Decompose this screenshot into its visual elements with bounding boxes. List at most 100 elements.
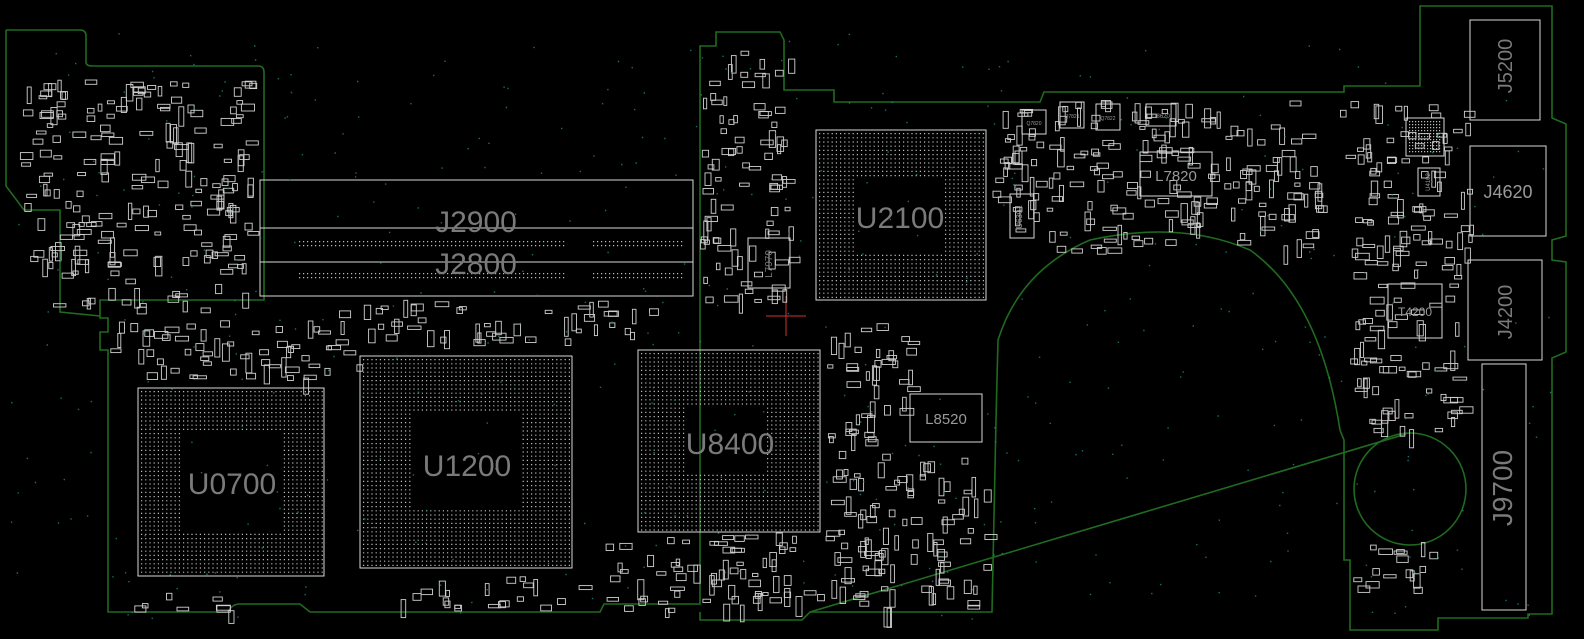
smd-part <box>784 588 791 607</box>
smd-part <box>499 336 514 344</box>
smd-part <box>1144 106 1152 119</box>
smd-part <box>1400 131 1409 137</box>
smd-part <box>1449 283 1460 288</box>
smd-part <box>995 177 1005 184</box>
chip-u2100-box <box>815 129 987 301</box>
smd-part <box>1364 260 1378 266</box>
smd-part <box>664 608 670 618</box>
smd-part <box>748 579 761 588</box>
smd-part <box>157 103 171 109</box>
smd-part <box>959 538 972 545</box>
smd-part <box>1090 244 1103 249</box>
smd-part <box>886 355 898 360</box>
smd-part <box>754 271 763 278</box>
smd-part <box>1463 110 1476 118</box>
smd-part <box>50 246 65 252</box>
smd-part <box>1362 377 1370 389</box>
smd-part <box>247 177 254 197</box>
smd-part <box>212 183 221 189</box>
smd-part <box>792 535 797 544</box>
smd-part <box>701 149 710 158</box>
smd-part <box>1291 138 1303 145</box>
smd-part <box>1367 220 1374 226</box>
smd-part <box>647 554 655 568</box>
smd-part <box>1398 366 1406 372</box>
smd-part <box>222 245 232 252</box>
label-u8400: U8400 <box>686 428 774 461</box>
smd-part <box>879 550 886 558</box>
smd-part <box>715 262 721 271</box>
smd-part <box>1100 100 1107 108</box>
smd-part <box>307 320 314 339</box>
smd-part <box>1411 309 1425 315</box>
smd-part <box>100 124 111 133</box>
smd-part <box>1075 101 1082 110</box>
smd-part <box>753 103 766 111</box>
smd-part <box>1126 190 1137 196</box>
smd-part <box>242 292 250 309</box>
smd-part <box>1017 112 1029 117</box>
smd-part <box>1356 237 1364 247</box>
smd-part <box>1069 181 1085 188</box>
smd-part <box>831 580 838 599</box>
smd-part <box>1420 541 1426 558</box>
smd-part <box>513 323 521 337</box>
smd-part <box>577 305 591 310</box>
smd-part <box>1403 105 1408 121</box>
smd-part <box>32 138 44 145</box>
smd-part <box>1248 169 1257 185</box>
smd-part <box>1369 170 1381 177</box>
smd-part <box>730 547 742 553</box>
smd-part <box>1354 347 1361 366</box>
smd-part <box>1190 216 1196 235</box>
smd-part <box>1169 118 1176 138</box>
smd-part <box>123 249 138 257</box>
smd-part <box>874 360 882 368</box>
smd-part <box>754 72 766 78</box>
smd-part <box>999 158 1009 164</box>
smd-part <box>182 300 188 313</box>
smd-part <box>78 222 85 227</box>
smd-part <box>1180 203 1188 223</box>
smd-part <box>1165 210 1179 218</box>
smd-part <box>853 595 866 601</box>
smd-part <box>192 375 207 380</box>
smd-part <box>176 606 190 612</box>
smd-part <box>1367 152 1373 163</box>
smd-part <box>1413 234 1421 241</box>
smd-part <box>734 136 745 144</box>
label-l8520: L8520 <box>925 411 967 428</box>
smd-part <box>46 123 54 128</box>
smd-part <box>26 193 38 198</box>
smd-part <box>146 349 155 357</box>
smd-part <box>516 596 524 602</box>
smd-part <box>244 222 253 231</box>
smd-part <box>739 182 750 187</box>
smd-part <box>221 343 230 362</box>
smd-part <box>1012 153 1020 164</box>
bga-u8400 <box>641 353 819 531</box>
smd-part <box>327 345 342 351</box>
smd-part <box>1187 162 1201 169</box>
smd-part <box>132 208 141 215</box>
smd-part <box>230 106 237 115</box>
smd-part <box>1353 577 1363 583</box>
label-u6301: U6301 <box>1015 205 1024 229</box>
smd-part <box>203 255 211 264</box>
smd-part <box>1369 418 1376 424</box>
smd-part <box>1419 565 1427 573</box>
smd-part <box>86 298 92 310</box>
smd-part <box>890 564 895 584</box>
smd-part <box>720 128 727 135</box>
smd-part <box>583 314 596 322</box>
smd-part <box>170 367 180 374</box>
smd-part <box>194 127 207 134</box>
smd-part <box>865 371 870 381</box>
smd-part <box>412 593 422 601</box>
smd-part <box>710 93 717 101</box>
smd-part <box>1450 350 1456 371</box>
smd-part <box>958 508 965 515</box>
smd-part <box>704 215 718 222</box>
smd-part <box>53 189 60 199</box>
